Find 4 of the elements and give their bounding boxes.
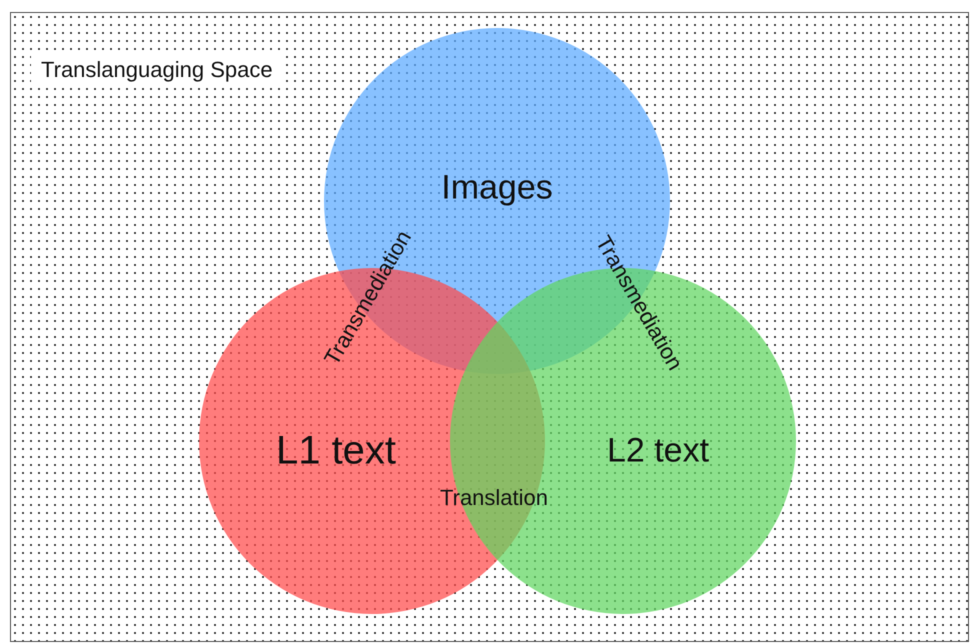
circle-label: L2 text xyxy=(606,432,710,470)
circle-label: Images xyxy=(441,168,553,208)
dotted-panel xyxy=(10,12,969,642)
circle-label: L1 text xyxy=(276,428,396,474)
